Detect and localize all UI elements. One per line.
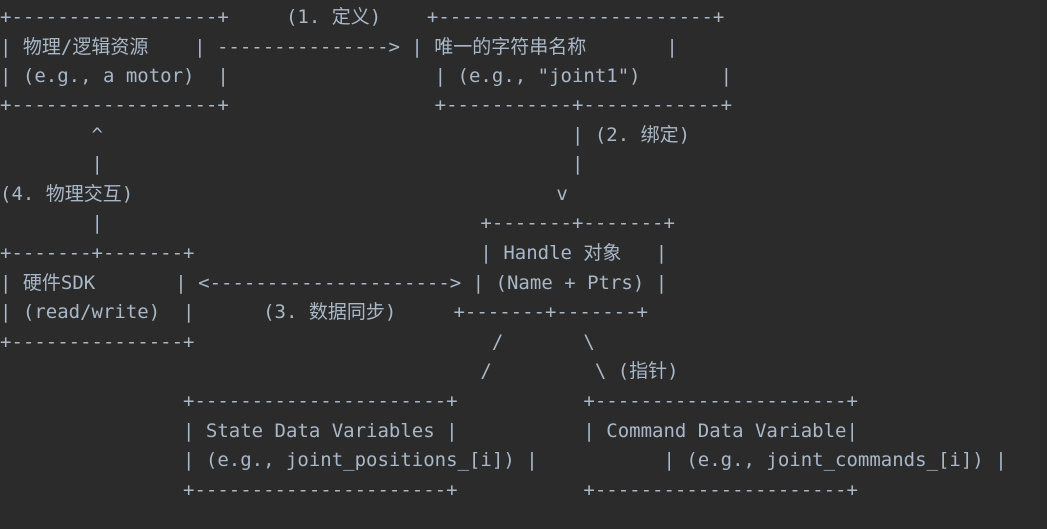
- data-variables-title-line: | State Data Variables | | Command Data …: [0, 420, 858, 442]
- pointer-branch-line: / \ (指针): [0, 360, 679, 382]
- arrow-up-bind-line: ^ | (2. 绑定): [0, 124, 691, 146]
- handle-object-line: +-------+-------+ | Handle 对象 |: [0, 242, 668, 264]
- hardware-sdk-line: | 硬件SDK | <---------------------> | (Nam…: [0, 272, 668, 294]
- physical-interaction-line: (4. 物理交互) v: [0, 183, 568, 205]
- vertical-connector-line: | |: [0, 153, 584, 175]
- top-box-border-line: +------------------+ (1. 定义) +----------…: [0, 6, 725, 28]
- data-boxes-top-line: +----------------------+ +--------------…: [0, 390, 858, 412]
- data-variables-example-line: | (e.g., joint_positions_[i]) | | (e.g.,…: [0, 449, 1007, 471]
- data-sync-line: | (read/write) | (3. 数据同步) +-------+----…: [0, 301, 648, 323]
- resource-name-line: | 物理/逻辑资源 | ---------------> | 唯一的字符串名称 …: [0, 36, 678, 58]
- data-boxes-bottom-line: +----------------------+ +--------------…: [0, 479, 858, 501]
- resource-example-line: | (e.g., a motor) | | (e.g., "joint1") |: [0, 65, 733, 87]
- branch-slash-line: +---------------+ / \: [0, 331, 595, 353]
- handle-box-top-line: | +-------+-------+: [0, 212, 675, 234]
- top-box-bottom-line: +------------------+ +-----------+------…: [0, 94, 733, 116]
